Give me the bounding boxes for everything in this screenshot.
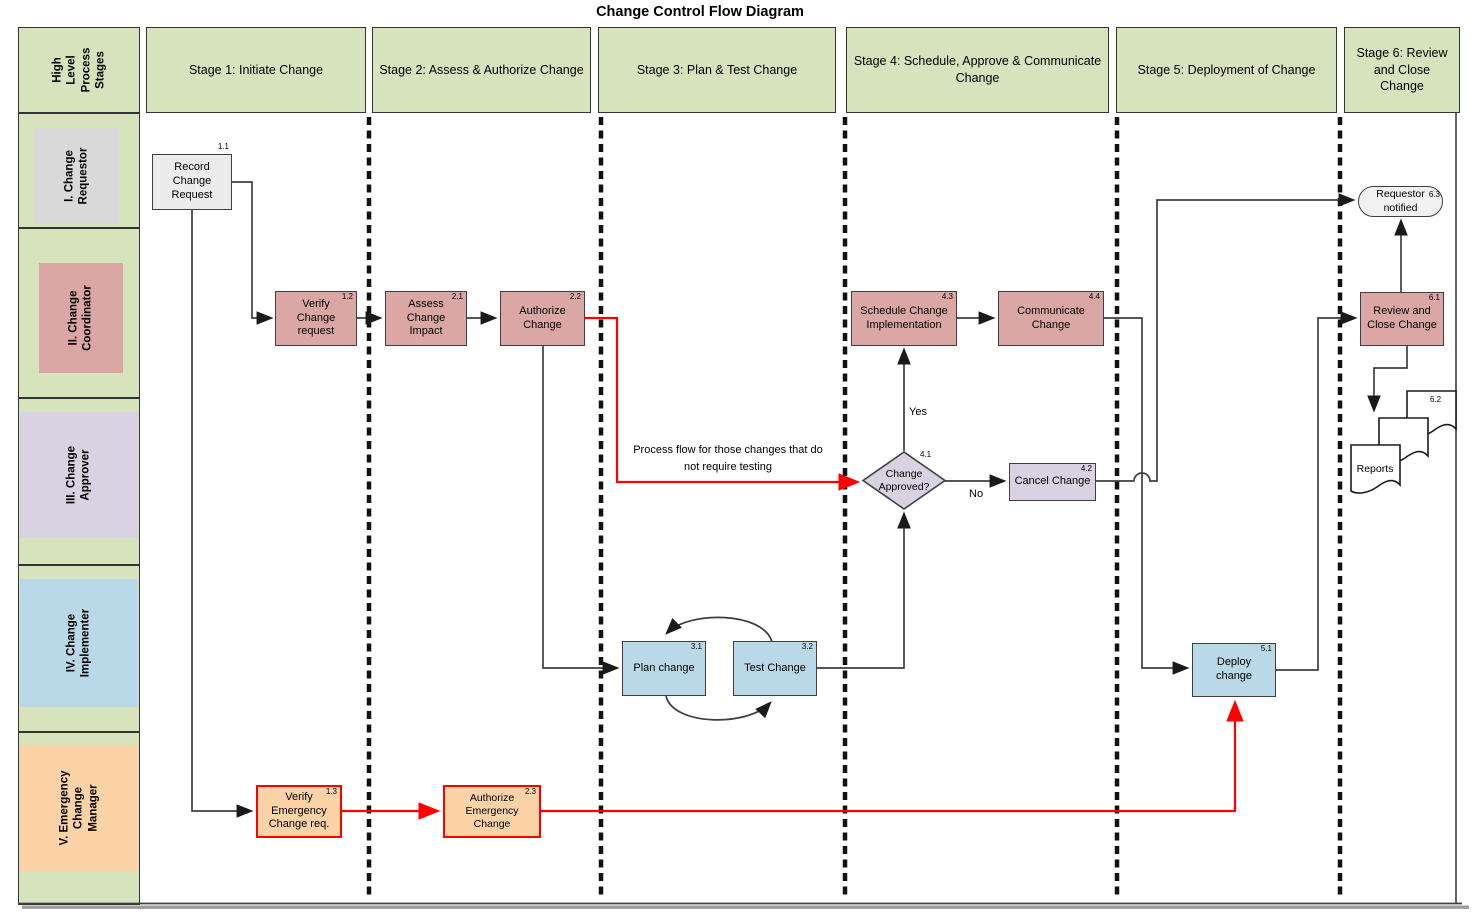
arrow-test-to-plan-loop — [665, 616, 773, 643]
node-label: Communicate Change — [1017, 304, 1085, 331]
step-number: 4.4 — [1088, 292, 1100, 301]
stage-header-6: Stage 6: Review and Close Change — [1344, 27, 1460, 113]
process-stages-corner-header: High Level Process Stages — [18, 27, 140, 113]
arrow-record-to-verify-emergency — [191, 210, 254, 818]
step-number: 4.2 — [1080, 464, 1092, 473]
step-number: 2.3 — [524, 787, 536, 796]
stage-separator-lines — [366, 117, 1343, 897]
arrow-plan-to-test-loop — [665, 695, 772, 721]
diagram-title: Change Control Flow Diagram — [596, 4, 804, 20]
lane-change-approver: III. Change Approver — [18, 398, 140, 565]
stage-header-2: Stage 2: Assess & Authorize Change — [372, 27, 591, 113]
node-cancel-change: 4.2 Cancel Change — [1009, 463, 1096, 501]
stage-header-5: Stage 5: Deployment of Change — [1116, 27, 1337, 113]
stage-header-3: Stage 3: Plan & Test Change — [598, 27, 836, 113]
node-label: Authorize Change — [519, 304, 566, 331]
node-label: Record Change Request — [171, 161, 213, 201]
arrow-test-to-decision — [817, 511, 911, 669]
lane-change-requestor: I. Change Requestor — [18, 113, 140, 228]
lane-emergency-change-manager: V. Emergency Change Manager — [18, 732, 140, 905]
no-branch-label: No — [969, 488, 984, 500]
step-number: 6.2 — [1430, 395, 1442, 404]
step-number: 5.1 — [1260, 644, 1272, 653]
node-schedule-change-implementation: 4.3 Schedule Change Implementation — [851, 291, 957, 346]
step-number: 3.2 — [801, 642, 813, 651]
reports-document-shapes — [1350, 390, 1457, 494]
arrow-no-testing-path — [585, 316, 861, 491]
node-label: Deploy change — [1215, 656, 1253, 682]
arrow-communicate-to-deploy — [1104, 317, 1190, 675]
lane-change-coordinator: II. Change Coordinator — [18, 228, 140, 398]
yes-branch-label: Yes — [909, 406, 927, 418]
node-plan-change: 3.1 Plan change — [622, 641, 706, 696]
step-number: 4.3 — [941, 292, 953, 301]
node-verify-change-request: 1.2 Verify Change request — [275, 291, 357, 346]
arrow-authorize-to-plan — [542, 346, 620, 675]
bottom-border-shadow — [22, 905, 1469, 909]
step-number: 1.1 — [217, 142, 229, 151]
node-record-change-request: 1.1 Record Change Request — [152, 143, 232, 210]
node-label: Change Approved? — [878, 467, 930, 493]
step-number: 1.2 — [341, 292, 353, 301]
arrow-cancel-to-requestor-notified — [1096, 193, 1356, 482]
node-test-change: 3.2 Test Change — [733, 641, 817, 696]
step-number: 4.1 — [920, 450, 932, 459]
node-label: Plan change — [633, 661, 695, 674]
arrow-deploy-to-review — [1276, 311, 1358, 671]
node-label: Requestor notified — [1376, 188, 1425, 214]
node-authorize-change: 2.2 Authorize Change — [500, 291, 585, 346]
step-number: 2.2 — [569, 292, 581, 301]
node-label: Assess Change Impact — [406, 297, 446, 338]
node-assess-change-impact: 2.1 Assess Change Impact — [385, 291, 467, 346]
step-number: 3.1 — [690, 642, 702, 651]
decision-diamond-shape — [861, 451, 947, 510]
node-label: Verify Emergency Change req. — [268, 790, 330, 831]
arrow-review-to-reports — [1367, 346, 1408, 413]
node-authorize-emergency-change: 2.3 Authorize Emergency Change — [443, 785, 541, 838]
step-number: 6.3 — [1428, 190, 1440, 199]
reports-label: Reports — [1356, 463, 1394, 475]
node-requestor-notified: 6.3 Requestor notified — [1358, 186, 1443, 217]
stage-header-4: Stage 4: Schedule, Approve & Communicate… — [846, 27, 1109, 113]
stage-header-1: Stage 1: Initiate Change — [146, 27, 366, 113]
node-verify-emergency-change-request: 1.3 Verify Emergency Change req. — [256, 785, 342, 838]
node-label: Verify Change request — [296, 297, 336, 338]
step-number: 1.3 — [325, 787, 337, 796]
no-testing-note: Process flow for those changes that do n… — [633, 444, 823, 474]
step-number: 2.1 — [451, 292, 463, 301]
node-communicate-change: 4.4 Communicate Change — [998, 291, 1104, 346]
node-label: Schedule Change Implementation — [860, 304, 948, 331]
node-change-approved-decision: Change Approved? — [864, 456, 944, 506]
node-deploy-change: 5.1 Deploy change — [1192, 643, 1276, 697]
node-label: Cancel Change — [1014, 475, 1091, 488]
arrow-record-to-verify — [232, 181, 274, 325]
arrow-authorize-emergency-to-deploy — [541, 699, 1244, 813]
node-label: Authorize Emergency Change — [465, 791, 519, 831]
step-number: 6.1 — [1428, 293, 1440, 302]
lane-change-implementer: IV. Change Implementer — [18, 565, 140, 732]
node-label: Review and Close Change — [1367, 305, 1437, 331]
node-review-and-close-change: 6.1 Review and Close Change — [1360, 292, 1444, 346]
node-label: Test Change — [744, 661, 806, 674]
